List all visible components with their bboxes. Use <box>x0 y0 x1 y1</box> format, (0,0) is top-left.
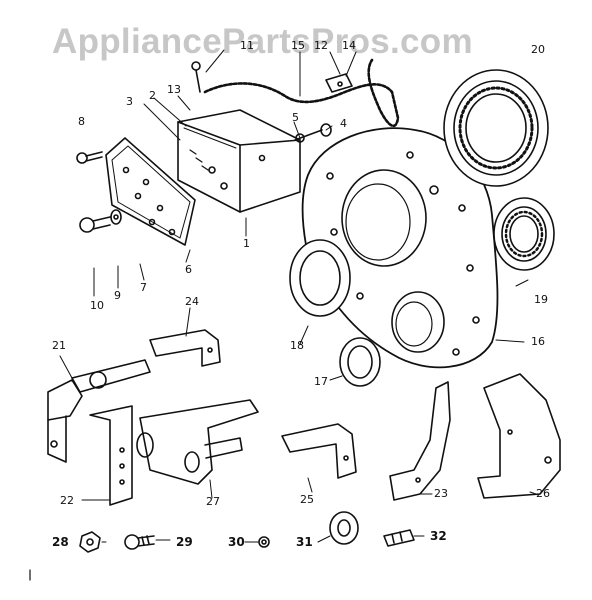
part-31-washer <box>329 511 359 545</box>
callout-25: 25 <box>300 493 314 506</box>
callout-24: 24 <box>185 295 199 308</box>
part-27-frame-bracket <box>136 399 259 485</box>
callout-15: 15 <box>291 39 305 52</box>
leader-lines <box>59 49 537 543</box>
part-22-support-plate <box>89 405 133 506</box>
part-30-small-nut <box>258 536 270 548</box>
part-17-small-seal <box>339 337 381 387</box>
callout-11: 11 <box>240 39 254 52</box>
callout-13: 13 <box>167 83 181 96</box>
part-29-screw <box>124 534 155 550</box>
part-18-seal-ring <box>289 239 351 317</box>
part-23-bent-arm <box>389 381 451 501</box>
part-16-bearing-plate <box>301 127 499 369</box>
callout-9: 9 <box>114 289 121 302</box>
part-14-cord-plug <box>325 73 353 93</box>
callout-29: 29 <box>176 535 193 549</box>
callout-21: 21 <box>52 339 66 352</box>
callout-7: 7 <box>140 281 147 294</box>
callout-23: 23 <box>434 487 448 500</box>
part-8-screw <box>76 151 103 164</box>
callout-6: 6 <box>185 263 192 276</box>
callout-16: 16 <box>531 335 545 348</box>
part-32-pin <box>383 529 415 547</box>
part-21-shaft-arm <box>47 359 151 463</box>
callout-2: 2 <box>149 89 156 102</box>
part-28-nut <box>79 531 101 553</box>
part-1-housing-box <box>177 109 301 213</box>
part-26-bracket <box>477 373 561 499</box>
part-4-screw <box>294 123 332 143</box>
watermark-logo-text: AppliancePartsPros.com <box>52 22 473 61</box>
callout-17: 17 <box>314 375 328 388</box>
part-19-small-bearing <box>493 197 555 271</box>
callout-12: 12 <box>314 39 328 52</box>
callout-4: 4 <box>340 117 347 130</box>
callout-20: 20 <box>531 43 545 56</box>
callout-32: 32 <box>430 529 447 543</box>
callout-19: 19 <box>534 293 548 306</box>
part-10-screw <box>79 216 111 233</box>
callout-14: 14 <box>342 39 356 52</box>
part-25-bracket <box>281 423 357 479</box>
part-20-large-bearing <box>443 69 549 187</box>
callout-1: 1 <box>243 237 250 250</box>
callout-31: 31 <box>296 535 313 549</box>
callout-5: 5 <box>292 111 299 124</box>
callout-8: 8 <box>78 115 85 128</box>
callout-10: 10 <box>90 299 104 312</box>
callout-30: 30 <box>228 535 245 549</box>
callout-27: 27 <box>206 495 220 508</box>
part-24-bracket <box>149 329 221 367</box>
callout-26: 26 <box>536 487 550 500</box>
callout-28: 28 <box>52 535 69 549</box>
callout-22: 22 <box>60 494 74 507</box>
callout-3: 3 <box>126 95 133 108</box>
part-15-power-cord <box>191 58 400 128</box>
part-9-washer <box>110 209 122 225</box>
callout-18: 18 <box>290 339 304 352</box>
part-6-cover-plate <box>105 137 196 246</box>
